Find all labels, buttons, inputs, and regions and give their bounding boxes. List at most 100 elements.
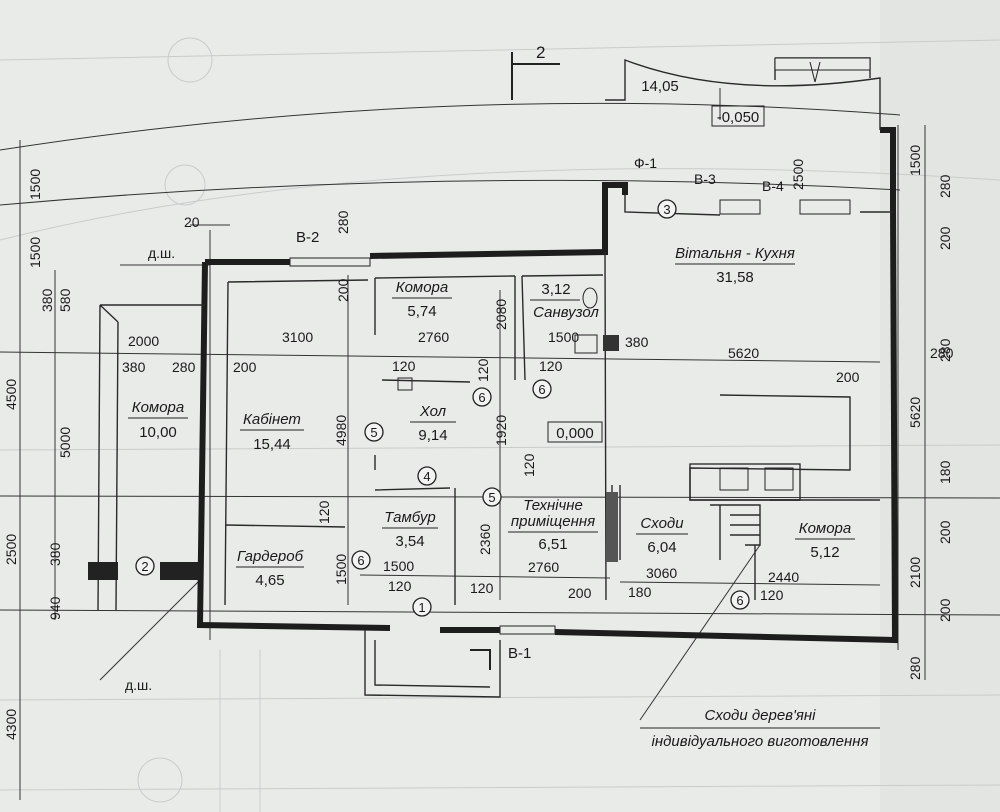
vdim-2080: 2080	[493, 299, 509, 330]
dim-120-bath: 120	[539, 358, 563, 374]
window-label-b3: В-3	[694, 171, 716, 187]
vdim-2500: 2500	[3, 534, 19, 565]
dim-280-right: 280	[930, 345, 954, 361]
vent-label-bottom: д.ш.	[125, 677, 152, 693]
walls	[88, 52, 899, 698]
dim-20: 20	[184, 214, 200, 230]
vdim-280-top: 280	[335, 210, 351, 234]
dim-1500-bottom: 1500	[383, 558, 414, 574]
door-mark-3: 3	[663, 202, 670, 217]
kitchen-counter	[689, 463, 801, 501]
vdim-1500-right: 1500	[907, 145, 923, 176]
shaft-hatch	[603, 335, 619, 351]
room-area-storage-right: 5,12	[810, 544, 839, 561]
room-name-storage-right: Комора	[799, 520, 852, 537]
room-name-technical-2: приміщення	[511, 513, 595, 530]
dim-2000: 2000	[128, 333, 159, 349]
vdim-940: 940	[47, 596, 63, 620]
vdim-200-right-2: 200	[937, 520, 953, 544]
horizontal-dimensions: 2000 3100 2760 1500 5620 380 280 200 120…	[122, 214, 954, 603]
door-mark-1: 1	[418, 600, 425, 615]
vdim-1500-c: 1500	[333, 554, 349, 585]
dim-120-vest: 120	[388, 578, 412, 594]
level-terrace: -0,050	[717, 109, 760, 126]
room-name-storage-left: Комора	[132, 399, 185, 416]
window-label-b2: В-2	[296, 229, 319, 246]
vdim-1920: 1920	[493, 415, 509, 446]
vdim-380: 380	[39, 288, 55, 312]
door-marker-labels: 1 2 3 4 5 5 6 6 6 6	[141, 202, 743, 615]
room-area-living-kitchen: 31,58	[716, 269, 754, 286]
vdim-2360: 2360	[477, 524, 493, 555]
vdim-280-right-3: 280	[907, 656, 923, 680]
room-name-vestibule: Тамбур	[384, 509, 435, 526]
dim-200-tech: 200	[568, 585, 592, 601]
vdim-580: 580	[57, 288, 73, 312]
paper-shadow	[880, 0, 1000, 812]
vdim-280-right-2: 280	[937, 338, 953, 362]
washbasin-icon	[574, 334, 598, 354]
toilet-icon	[582, 287, 598, 309]
column-left	[88, 562, 118, 580]
vdim-200-right-3: 200	[937, 598, 953, 622]
room-area-wardrobe: 4,65	[255, 572, 284, 589]
stove-icon	[764, 467, 794, 491]
door-markers	[135, 199, 750, 617]
window-label-f1: Ф-1	[634, 155, 657, 171]
note-line-2: індивідуального виготовлення	[652, 733, 869, 750]
vdim-120-c: 120	[521, 453, 537, 477]
vdim-5000: 5000	[57, 427, 73, 458]
room-area-hall: 9,14	[418, 427, 447, 444]
vdim-2100: 2100	[907, 557, 923, 588]
door-mark-5a: 5	[370, 425, 377, 440]
terrace-rail	[774, 57, 871, 71]
vdim-380-b: 380	[47, 542, 63, 566]
note-line-1: Сходи дерев'яні	[705, 707, 817, 724]
dim-180: 180	[628, 584, 652, 600]
room-area-terrace: 14,05	[641, 78, 679, 95]
stair-note: Сходи дерев'яні індивідуального виготовл…	[640, 707, 880, 750]
dim-120-tech: 120	[470, 580, 494, 596]
room-area-technical: 6,51	[538, 536, 567, 553]
section-mark	[511, 52, 560, 100]
room-name-living-kitchen: Вітальня - Кухня	[675, 245, 795, 262]
room-area-office: 15,44	[253, 436, 291, 453]
room-name-technical: Технічне	[523, 497, 583, 514]
door-mark-6d: 6	[736, 593, 743, 608]
room-area-vestibule: 3,54	[395, 533, 424, 550]
room-name-bathroom: Санвузол	[533, 304, 599, 321]
dim-120-hall: 120	[392, 358, 416, 374]
vdim-2500-terrace: 2500	[790, 159, 806, 190]
dim-5620: 5620	[728, 345, 759, 361]
room-name-storage-top: Комора	[396, 279, 449, 296]
window-b2	[289, 257, 371, 267]
room-area-storage-left: 10,00	[139, 424, 177, 441]
window-b3	[719, 199, 761, 215]
dim-1500-top: 1500	[548, 329, 579, 345]
tech-shaft	[606, 492, 618, 562]
door-mark-6a: 6	[357, 553, 364, 568]
room-name-hall: Хол	[419, 403, 447, 420]
door-mark-5b: 5	[488, 490, 495, 505]
room-name-stairs: Сходи	[640, 515, 684, 532]
vdim-5620: 5620	[907, 397, 923, 428]
room-name-office: Кабінет	[243, 411, 301, 428]
dim-3060: 3060	[646, 565, 677, 581]
vdim-120-a: 120	[316, 500, 332, 524]
door-mark-2: 2	[141, 559, 148, 574]
window-label-b4: В-4	[762, 178, 784, 194]
dim-2760-bottom: 2760	[528, 559, 559, 575]
room-name-wardrobe: Гардероб	[237, 548, 304, 565]
window-b4	[799, 199, 851, 215]
door-mark-6b: 6	[478, 390, 485, 405]
section-number: 2	[536, 43, 545, 62]
room-area-stairs: 6,04	[647, 539, 676, 556]
level-box-floor	[547, 421, 603, 443]
window-label-b1: В-1	[508, 645, 531, 662]
dim-2440: 2440	[768, 569, 799, 585]
vdim-1500-a: 1500	[27, 169, 43, 200]
vertical-dimensions: 1500 1500 380 580 4500 5000 2500 380 940…	[3, 145, 953, 740]
vdim-280-right: 280	[937, 174, 953, 198]
vdim-4300: 4300	[3, 709, 19, 740]
